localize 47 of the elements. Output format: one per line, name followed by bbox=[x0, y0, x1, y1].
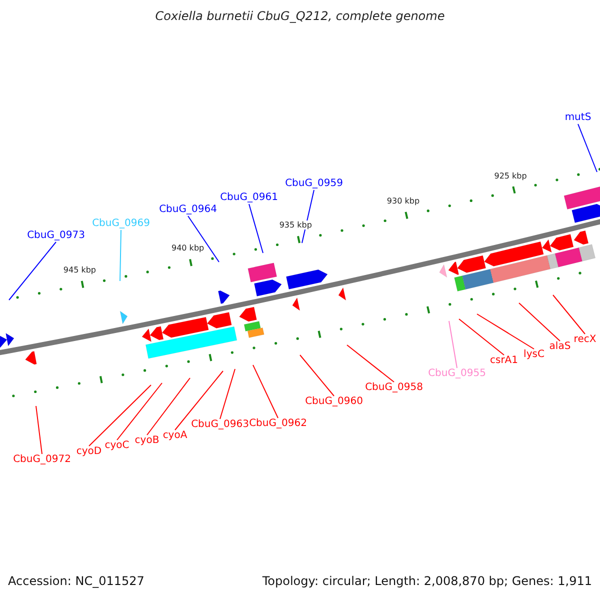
scale-label: 930 kbp bbox=[386, 196, 421, 206]
gene-label: cyoD bbox=[76, 447, 102, 457]
scale-label: 945 kbp bbox=[62, 266, 97, 275]
leader-line bbox=[448, 320, 458, 368]
leader-line bbox=[476, 314, 534, 350]
leader-line bbox=[88, 384, 152, 446]
leader-line bbox=[300, 354, 334, 396]
gene-label: CbuG_0961 bbox=[220, 193, 278, 203]
leader-line bbox=[36, 406, 42, 454]
gene-label: mutS bbox=[564, 113, 592, 123]
leader-line bbox=[552, 294, 586, 334]
scale-label: 925 kbp bbox=[493, 171, 528, 180]
leader-line bbox=[146, 378, 190, 436]
gene-label: lysC bbox=[524, 350, 544, 360]
gene-label: CbuG_0964 bbox=[159, 205, 217, 215]
map-title: Coxiella burnetii CbuG_Q212, complete genome bbox=[154, 9, 446, 23]
gene-label: CbuG_0972 bbox=[13, 455, 71, 465]
gene-label: CbuG_0973 bbox=[27, 231, 85, 241]
genome-stats: Topology: circular; Length: 2,008,870 bp; Genes: 1,911 bbox=[262, 574, 592, 588]
leader-line bbox=[8, 242, 56, 300]
gene-label: csrA1 bbox=[490, 356, 518, 366]
gene-label: CbuG_0959 bbox=[285, 179, 343, 189]
leader-line bbox=[578, 124, 598, 172]
gene-label: alaS bbox=[549, 342, 571, 352]
leader-line bbox=[120, 230, 122, 282]
gene-label: CbuG_0963 bbox=[191, 420, 249, 430]
leader-line bbox=[346, 344, 394, 382]
gene-label: cyoA bbox=[162, 431, 188, 441]
leader-line bbox=[518, 302, 560, 342]
scale-label: 940 kbp bbox=[170, 244, 206, 253]
leader-line bbox=[220, 368, 236, 420]
accession-number: Accession: NC_011527 bbox=[8, 574, 144, 588]
gene-label: CbuG_0969 bbox=[92, 219, 150, 229]
gene-label: CbuG_0955 bbox=[428, 369, 486, 379]
gene-label: CbuG_0960 bbox=[305, 397, 363, 407]
leader-line bbox=[252, 364, 278, 418]
scale-label: 935 kbp bbox=[278, 220, 313, 230]
leader-line bbox=[174, 370, 224, 430]
leader-line bbox=[188, 216, 220, 262]
gene-label: cyoC bbox=[104, 441, 130, 451]
leader-line bbox=[248, 204, 264, 254]
gene-label: CbuG_0958 bbox=[365, 383, 423, 393]
leader-line bbox=[458, 318, 504, 356]
gene-label: cyoB bbox=[134, 436, 160, 446]
leader-line bbox=[116, 382, 162, 440]
gene-label: CbuG_0962 bbox=[249, 419, 307, 429]
gene-label: recX bbox=[574, 335, 596, 345]
